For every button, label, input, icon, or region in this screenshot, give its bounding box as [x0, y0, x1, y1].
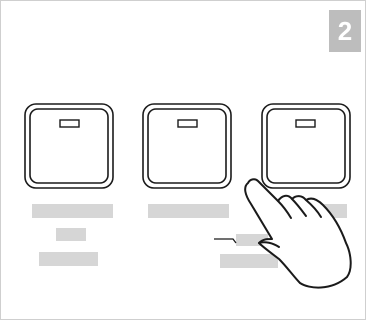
label-bar-3: [39, 252, 98, 266]
label-bar-7: [220, 254, 278, 268]
indicator-light-icon: [60, 120, 79, 127]
leader-line-left: [214, 239, 236, 243]
indicator-light-icon: [296, 120, 315, 127]
hand-pointer-icon: [245, 179, 351, 287]
label-bar-2: [56, 228, 86, 241]
button-left[interactable]: [25, 104, 113, 188]
label-bar-4: [148, 204, 229, 218]
indicator-light-icon: [178, 120, 197, 127]
label-bar-1: [32, 204, 113, 218]
button-middle[interactable]: [143, 104, 231, 188]
button-right[interactable]: [262, 104, 350, 188]
